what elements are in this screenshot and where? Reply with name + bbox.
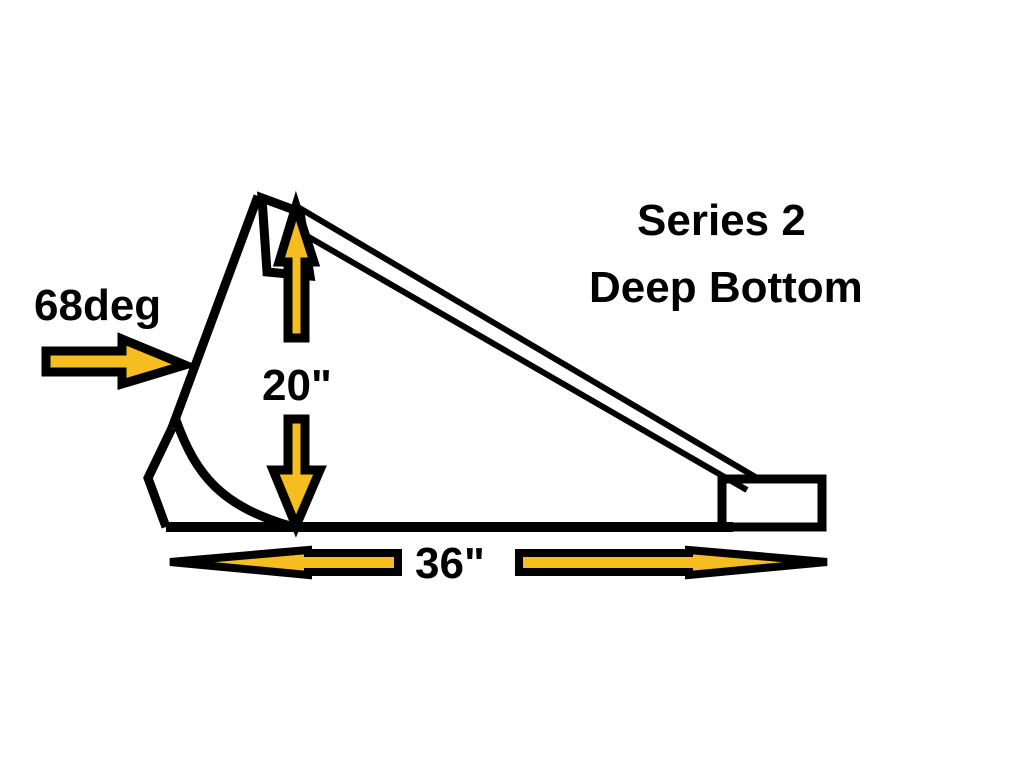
height-dimension-group: [266, 190, 327, 538]
bucket-outline-group: [143, 191, 827, 532]
tip-box: [717, 474, 827, 532]
apex-mounting-plate: [257, 191, 316, 282]
title-line-1: Series 2: [637, 196, 806, 245]
angle-label: 68deg: [34, 281, 161, 330]
right-arrow-icon: [515, 545, 828, 580]
width-dimension-group: [169, 545, 828, 580]
upper-rail-bottom: [298, 229, 749, 493]
angle-callout-group: [41, 332, 199, 391]
title-line-2: Deep Bottom: [589, 263, 863, 312]
height-label: 20": [262, 361, 332, 410]
lower-left-bevel: [143, 426, 177, 529]
left-arrow-icon: [169, 545, 402, 580]
down-arrow-icon: [266, 414, 327, 538]
curved-deep-bottom-scoop: [171, 418, 292, 531]
upper-rail-top: [294, 203, 759, 481]
rear-sloped-edge: [167, 194, 263, 430]
up-arrow-icon: [272, 190, 321, 343]
width-label: 36": [415, 539, 485, 588]
right-arrow-icon: [41, 332, 199, 391]
